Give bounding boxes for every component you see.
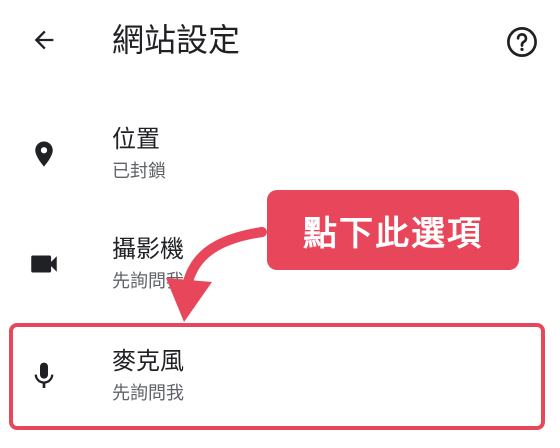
setting-status: 先詢問我: [112, 383, 184, 404]
setting-status: 已封鎖: [112, 161, 166, 182]
help-circle-icon: [507, 27, 537, 57]
mic-icon: [26, 358, 62, 394]
setting-label: 攝影機: [112, 235, 184, 263]
help-button[interactable]: [502, 22, 542, 62]
arrow-back-icon: [34, 30, 54, 50]
setting-label: 位置: [112, 125, 160, 153]
videocam-icon: [26, 246, 62, 282]
page-title: 網站設定: [112, 21, 241, 59]
setting-row-camera[interactable]: 攝影機 先詢問我: [0, 214, 560, 310]
setting-row-location[interactable]: 位置 已封鎖: [0, 104, 560, 200]
app-bar: 網站設定: [0, 0, 560, 84]
back-button[interactable]: [26, 22, 62, 58]
setting-status: 先詢問我: [112, 271, 184, 292]
setting-row-microphone[interactable]: 麥克風 先詢問我: [0, 330, 560, 426]
location-pin-icon: [26, 136, 62, 172]
setting-label: 麥克風: [112, 347, 184, 375]
instruction-callout: 點下此選項: [267, 190, 519, 270]
